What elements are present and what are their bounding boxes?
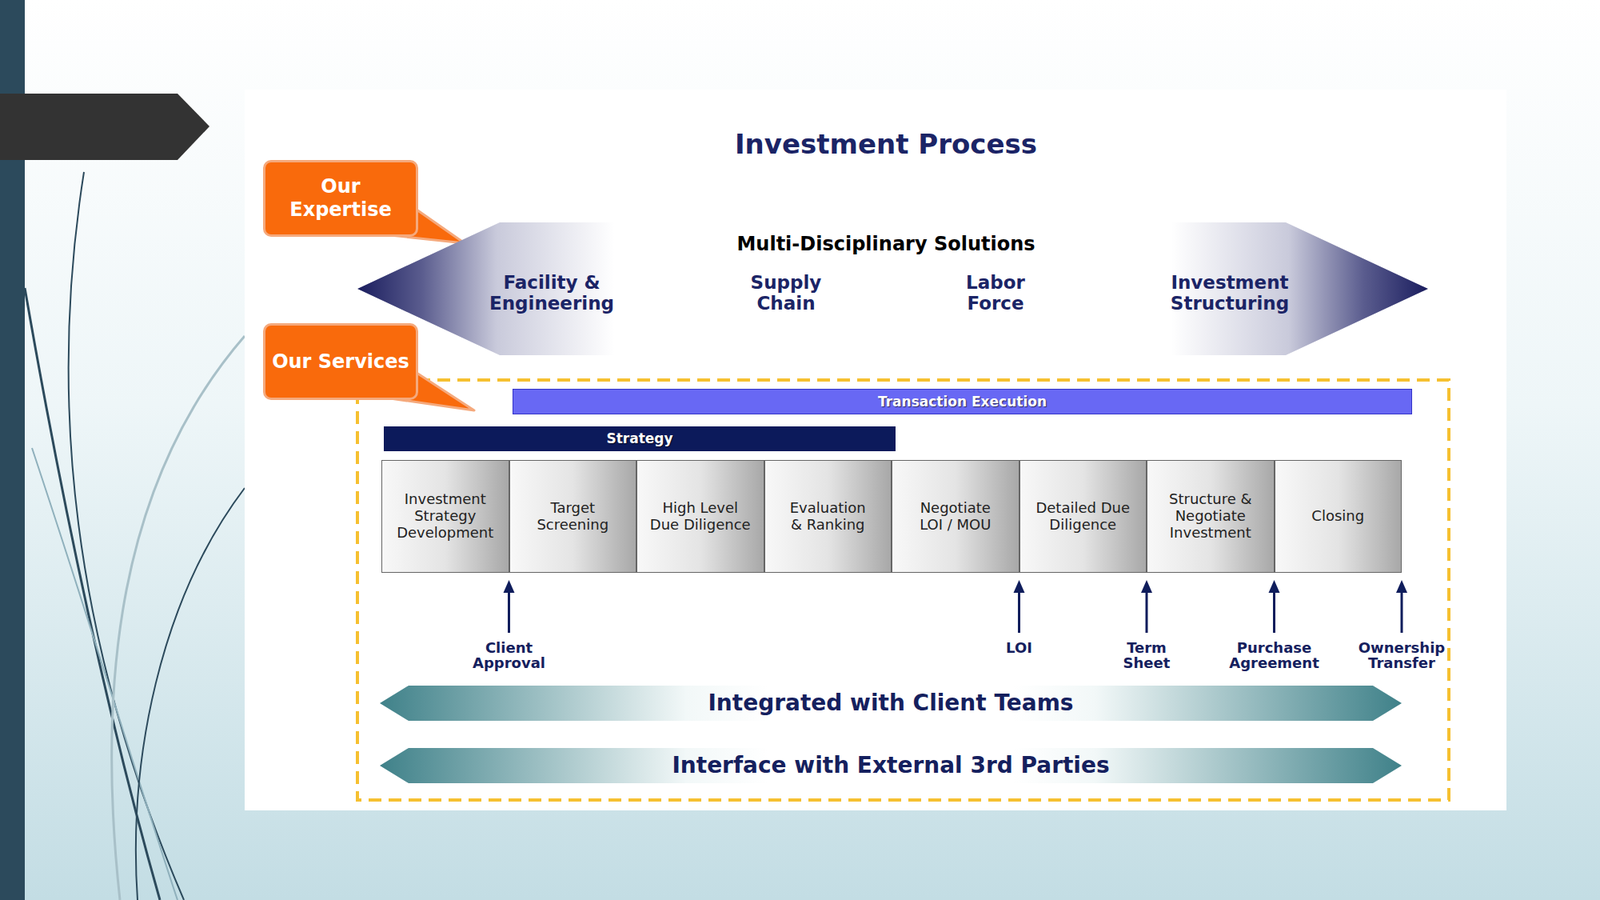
process-box: Detailed Due Diligence [1019, 459, 1148, 573]
text-wrap: Multi-Disciplinary Solutions [736, 232, 1035, 256]
milestone-arrow [1272, 590, 1276, 633]
band-arrow: Interface with External 3rd Parties [379, 747, 1402, 783]
decor-curve [31, 447, 178, 900]
text-wrap: Integrated with Client Teams [707, 689, 1074, 717]
text-wrap: Investment Strategy Development [387, 490, 504, 541]
process-box-text: High Level Due Diligence [648, 499, 752, 533]
process-box-text: Negotiate LOI / MOU [913, 499, 998, 533]
process-box-text: Closing [1310, 507, 1365, 525]
process-box-text: Investment Strategy Development [387, 490, 504, 541]
arrow-outline [379, 747, 1402, 783]
label-wrap: Purchase Agreement [1225, 639, 1323, 671]
text-wrap: Our Expertise [271, 175, 410, 222]
callout-box: Our Expertise [263, 159, 419, 237]
label-wrap: Ownership Transfer [1356, 639, 1447, 671]
process-box: Evaluation & Ranking [764, 459, 893, 573]
text-wrap: Detailed Due Diligence [1035, 499, 1130, 533]
decor-curve [24, 287, 160, 900]
milestone-arrow [1145, 590, 1149, 633]
text-wrap: Closing [1310, 507, 1365, 525]
expertise-item: Labor Force [960, 271, 1031, 315]
process-box-text: Evaluation & Ranking [783, 499, 872, 533]
milestone-arrow [1017, 590, 1021, 633]
decor-curve [135, 487, 245, 900]
milestone-arrow [1400, 590, 1404, 633]
milestone-arrowhead [1396, 579, 1408, 593]
callout-box-text: Our Services [271, 350, 410, 374]
text-wrap: Evaluation & Ranking [783, 499, 872, 533]
text-wrap: Our Services [271, 350, 410, 374]
process-box: Closing [1274, 459, 1403, 573]
milestone-label: Ownership Transfer [1356, 639, 1447, 671]
text-wrap: Labor Force [960, 271, 1031, 315]
phase-bar: Strategy [383, 426, 896, 451]
process-box-text: Structure & Negotiate Investment [1152, 490, 1269, 541]
text-wrap: Interface with External 3rd Parties [671, 751, 1110, 779]
milestone-label: Client Approval [471, 639, 547, 671]
process-box: Negotiate LOI / MOU [891, 459, 1020, 573]
process-box: Target Screening [509, 459, 638, 573]
band-arrow: Integrated with Client Teams [379, 685, 1402, 721]
expertise-item: Investment Structuring [1161, 271, 1299, 315]
phase-bar: Transaction Execution [512, 388, 1413, 415]
title-wrap: Investment Process [734, 127, 1038, 161]
header-arrow [0, 93, 210, 160]
text-wrap: Target Screening [535, 499, 610, 533]
milestone-arrowhead [1141, 579, 1153, 593]
milestone-arrowhead [1268, 579, 1281, 593]
process-box: Structure & Negotiate Investment [1146, 459, 1275, 573]
milestone-arrowhead [503, 579, 515, 593]
text-wrap: Negotiate LOI / MOU [913, 499, 998, 533]
label-wrap: LOI [1005, 639, 1034, 655]
expertise-item: Facility & Engineering [486, 271, 617, 315]
arrow-outline [379, 685, 1402, 721]
process-box-text: Target Screening [535, 499, 610, 533]
services-frame [357, 379, 1449, 800]
process-box-text: Detailed Due Diligence [1035, 499, 1130, 533]
expertise-arrow: Multi-Disciplinary SolutionsFacility & E… [357, 222, 1429, 356]
phase-bar-text: Transaction Execution [877, 393, 1047, 410]
decor-curve [68, 171, 184, 900]
process-box: Investment Strategy Development [381, 459, 510, 573]
content-panel [244, 89, 1507, 810]
milestone-label: Term Sheet [1120, 639, 1174, 671]
label-wrap: Client Approval [471, 639, 547, 671]
text-wrap: Investment Structuring [1161, 271, 1299, 315]
band-arrow-text: Integrated with Client Teams [707, 689, 1074, 717]
text-wrap: High Level Due Diligence [648, 499, 752, 533]
callout-box-text: Our Expertise [271, 175, 410, 222]
text-wrap: Facility & Engineering [486, 271, 617, 315]
band-arrow-text: Interface with External 3rd Parties [671, 751, 1110, 779]
milestone-arrowhead [1013, 579, 1026, 593]
section-heading: Multi-Disciplinary Solutions [736, 232, 1035, 256]
text-wrap: Transaction Execution [877, 393, 1047, 410]
label-wrap: Term Sheet [1120, 639, 1174, 671]
decor-curve [111, 335, 245, 900]
arrow-outline [357, 222, 1429, 356]
milestone-label: Purchase Agreement [1225, 639, 1323, 671]
milestone-label: LOI [1005, 639, 1034, 655]
text-wrap: Structure & Negotiate Investment [1152, 490, 1269, 541]
diagram-title: Investment Process [734, 127, 1038, 161]
milestone-arrow [507, 590, 511, 633]
phase-bar-text: Strategy [606, 430, 673, 447]
text-wrap: Supply Chain [746, 271, 825, 315]
process-box: High Level Due Diligence [636, 459, 765, 573]
callout-box: Our Services [263, 323, 419, 400]
expertise-item: Supply Chain [746, 271, 825, 315]
text-wrap: Strategy [606, 430, 673, 447]
